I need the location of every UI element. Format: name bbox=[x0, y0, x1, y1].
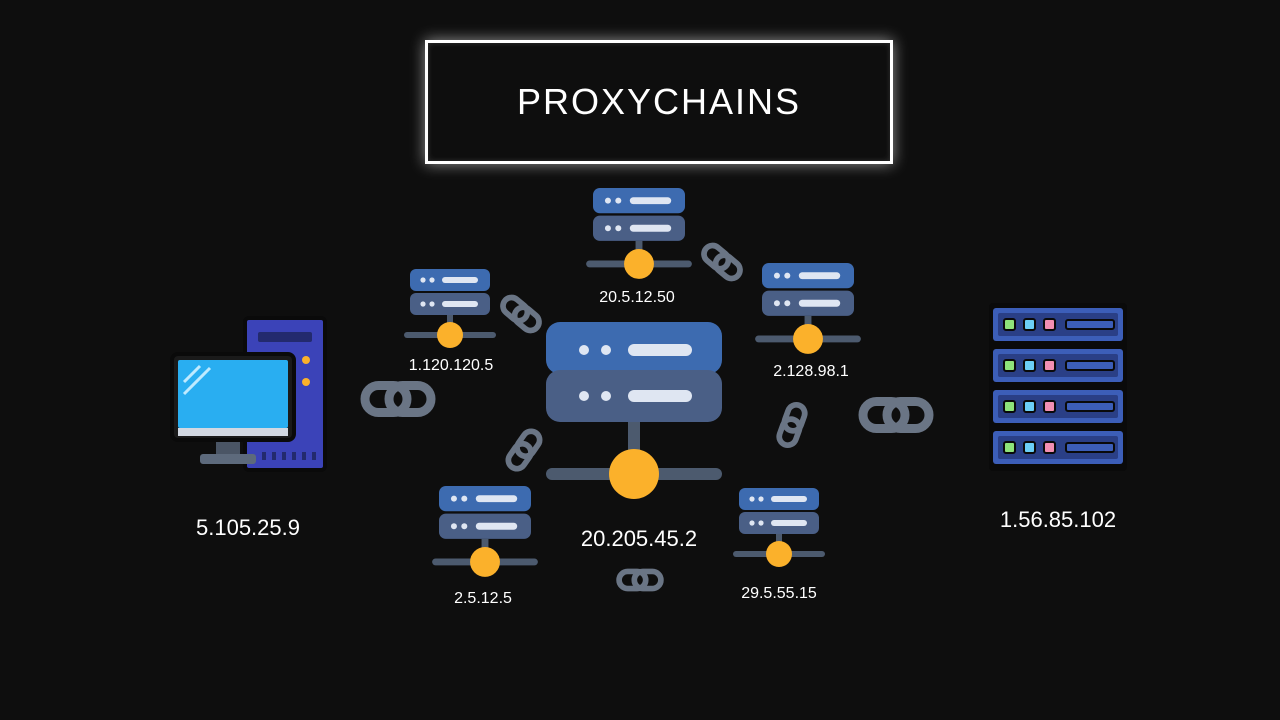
network-server-icon bbox=[546, 322, 722, 499]
rack-unit bbox=[993, 349, 1123, 382]
desktop-computer-icon bbox=[170, 316, 327, 472]
proxy-ip-label: 20.5.12.50 bbox=[599, 289, 675, 306]
central-proxy-ip-label: 20.205.45.2 bbox=[581, 526, 697, 551]
client-ip-label: 5.105.25.9 bbox=[196, 515, 300, 540]
proxy-server-5: 29.5.55.15 bbox=[733, 488, 825, 602]
rack-unit bbox=[993, 308, 1123, 341]
proxy-ip-label: 2.5.12.5 bbox=[454, 590, 512, 607]
server-icon bbox=[733, 488, 825, 567]
server-icon bbox=[432, 486, 538, 577]
chain-link-icon bbox=[365, 386, 431, 413]
chain-link-icon bbox=[700, 242, 743, 282]
rack-unit bbox=[993, 390, 1123, 423]
server-icon bbox=[586, 188, 692, 279]
chain-link-icon bbox=[777, 402, 807, 447]
chain-link-icon bbox=[505, 428, 543, 472]
server-rack-icon bbox=[989, 303, 1127, 471]
rack-unit bbox=[993, 431, 1123, 464]
proxy-nodes: 20.5.12.50 1.120.120.5 2.128.98.1 2.5.12.5 2… bbox=[404, 188, 861, 607]
proxy-ip-label: 1.120.120.5 bbox=[409, 357, 494, 374]
chain-link-icon bbox=[499, 294, 542, 334]
proxy-ip-label: 2.128.98.1 bbox=[773, 363, 849, 380]
title-box: PROXYCHAINS bbox=[425, 40, 893, 164]
destination-ip-label: 1.56.85.102 bbox=[1000, 507, 1116, 532]
server-icon bbox=[755, 263, 861, 354]
proxy-server-4: 2.5.12.5 bbox=[432, 486, 538, 607]
server-icon bbox=[404, 269, 496, 348]
page-title: PROXYCHAINS bbox=[516, 81, 802, 122]
proxy-ip-label: 29.5.55.15 bbox=[741, 585, 817, 602]
proxy-server-3: 2.128.98.1 bbox=[755, 263, 861, 380]
chain-link-icon bbox=[619, 571, 661, 588]
proxy-server-2: 1.120.120.5 bbox=[404, 269, 496, 374]
proxy-server-1: 20.5.12.50 bbox=[586, 188, 692, 306]
chain-link-icon bbox=[863, 402, 929, 429]
